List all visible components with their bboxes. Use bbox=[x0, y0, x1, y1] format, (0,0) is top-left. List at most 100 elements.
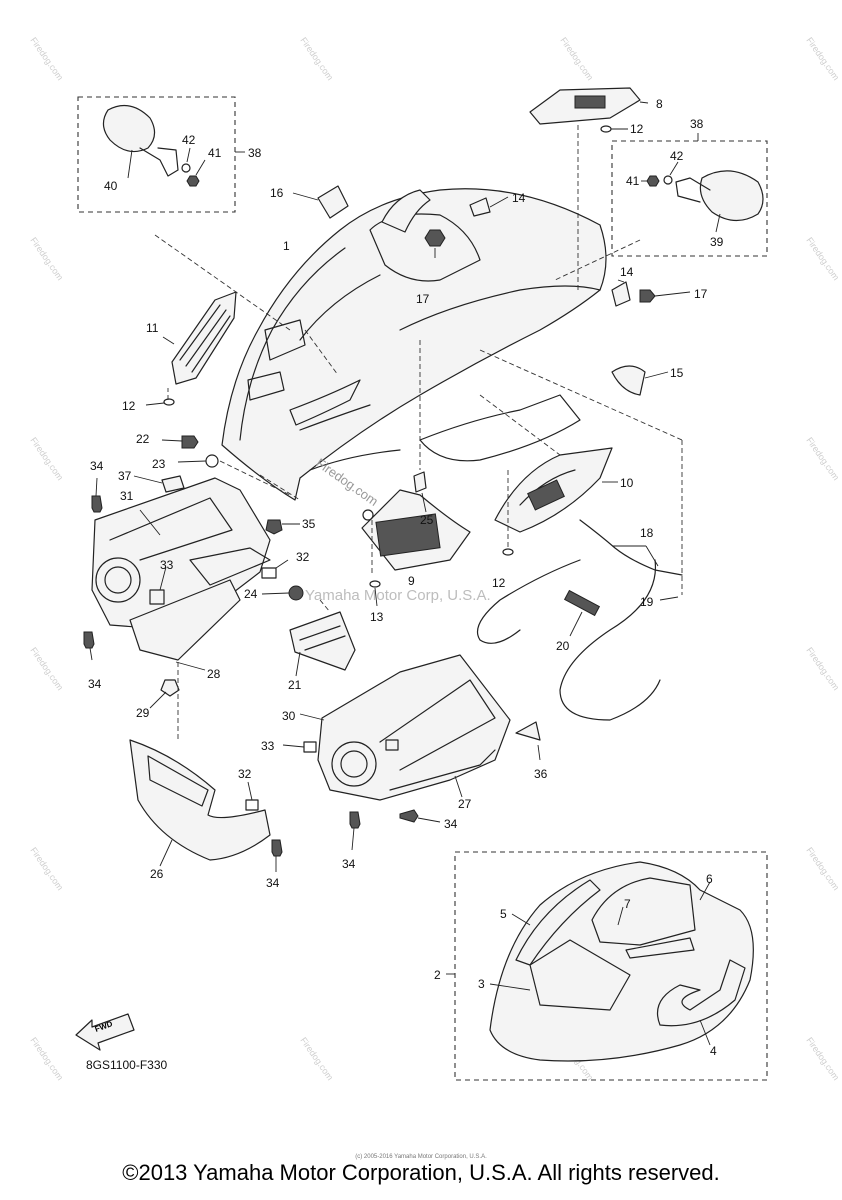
callout-32-lower: 32 bbox=[238, 767, 252, 781]
left-panel-speaker-ring bbox=[95, 557, 141, 603]
part-15-reflector bbox=[611, 365, 646, 396]
callout-34-e: 34 bbox=[266, 876, 280, 890]
part-36-clip bbox=[515, 721, 541, 741]
callout-16: 16 bbox=[270, 186, 284, 200]
callout-28: 28 bbox=[207, 667, 221, 681]
callout-34-a: 34 bbox=[90, 459, 104, 473]
callout-4: 4 bbox=[710, 1044, 717, 1058]
part-37-clip bbox=[161, 475, 185, 493]
cable-18-upper bbox=[579, 519, 683, 576]
part-24-grommet bbox=[288, 585, 304, 601]
callout-26: 26 bbox=[150, 867, 164, 881]
callout-40: 40 bbox=[104, 179, 118, 193]
cables-18-19-20 bbox=[476, 349, 683, 721]
callout-41-left: 41 bbox=[208, 146, 222, 160]
part-34-screw-right-b bbox=[349, 811, 361, 829]
edge-watermark: Firedog.com bbox=[804, 645, 841, 692]
upper-cowl-vent bbox=[264, 319, 306, 361]
upper-cowl-crease bbox=[239, 247, 346, 441]
mirror-left-stem bbox=[139, 147, 179, 177]
callout-34-b: 34 bbox=[88, 677, 102, 691]
upper-cowl-body bbox=[221, 188, 607, 501]
upper-cowl-fin bbox=[381, 189, 431, 233]
callout-27: 27 bbox=[458, 797, 472, 811]
callout-42-right: 42 bbox=[670, 149, 684, 163]
graphics-kit-box bbox=[454, 851, 768, 1081]
part-17-screw-right bbox=[639, 289, 656, 303]
edge-watermark: Firedog.com bbox=[28, 845, 65, 892]
callout-14-right: 14 bbox=[620, 265, 634, 279]
callout-13: 13 bbox=[370, 610, 384, 624]
part-23-collar bbox=[205, 454, 219, 468]
callout-1: 1 bbox=[283, 239, 290, 253]
part-33-clip-left bbox=[149, 589, 165, 605]
edge-watermark: Firedog.com bbox=[28, 235, 65, 282]
part-34-screw-right-a bbox=[399, 809, 419, 823]
part-12-grommet-top bbox=[600, 125, 612, 133]
washer-42-right bbox=[663, 175, 673, 185]
callout-19: 19 bbox=[640, 595, 654, 609]
vent-panel-11 bbox=[171, 291, 237, 385]
callout-5: 5 bbox=[500, 907, 507, 921]
edge-watermark: Firedog.com bbox=[28, 645, 65, 692]
part-33-clip-right bbox=[303, 741, 317, 753]
callout-18: 18 bbox=[640, 526, 654, 540]
edge-watermark: Firedog.com bbox=[804, 35, 841, 82]
callout-42-left: 42 bbox=[182, 133, 196, 147]
mirror-right-glass bbox=[699, 170, 764, 222]
edge-watermark: Firedog.com bbox=[28, 1035, 65, 1082]
mirror-left-glass bbox=[102, 104, 156, 153]
diagram-code: 8GS1100-F330 bbox=[86, 1058, 168, 1072]
callouts: 1 2 3 4 5 6 7 8 9 10 11 12 12 12 12 13 1… bbox=[88, 97, 724, 1058]
callout-35: 35 bbox=[302, 517, 316, 531]
edge-watermark: Firedog.com bbox=[298, 35, 335, 82]
callout-41-right: 41 bbox=[626, 174, 640, 188]
edge-watermark: Firedog.com bbox=[28, 435, 65, 482]
callout-12-top: 12 bbox=[630, 122, 644, 136]
edge-watermark: Firedog.com bbox=[804, 1035, 841, 1082]
callout-37: 37 bbox=[118, 469, 132, 483]
callout-24: 24 bbox=[244, 587, 258, 601]
part-29-fastener bbox=[160, 679, 180, 697]
callout-36: 36 bbox=[534, 767, 548, 781]
lower-front-panel bbox=[129, 662, 283, 872]
part-22-bolt bbox=[181, 435, 199, 449]
right-panel-27-edge bbox=[389, 749, 496, 791]
callout-34-c: 34 bbox=[444, 817, 458, 831]
upper-cowl-side-panel bbox=[419, 394, 581, 462]
part-10-side-grille bbox=[479, 394, 618, 556]
washer-42-left bbox=[181, 163, 191, 173]
mirror-left-assembly bbox=[77, 96, 245, 213]
callout-31: 31 bbox=[120, 489, 134, 503]
part-13-grommet bbox=[369, 580, 381, 588]
part-25-clip bbox=[413, 471, 427, 493]
mirror-right-assembly bbox=[611, 133, 768, 257]
part-35-rivet bbox=[265, 519, 283, 535]
decal-7-window bbox=[591, 877, 696, 946]
callout-17-center: 17 bbox=[416, 292, 430, 306]
callout-17-right: 17 bbox=[694, 287, 708, 301]
callout-3: 3 bbox=[478, 977, 485, 991]
graphics-kit-assembly bbox=[446, 851, 768, 1081]
callout-30: 30 bbox=[282, 709, 296, 723]
part-9-lower-grille bbox=[361, 340, 471, 607]
fwd-arrow-icon bbox=[75, 1013, 135, 1051]
callout-6: 6 bbox=[706, 872, 713, 886]
callout-33-right: 33 bbox=[261, 739, 275, 753]
fwd-arrow: FWD bbox=[75, 1013, 135, 1051]
callout-39: 39 bbox=[710, 235, 724, 249]
part-17-nut-center bbox=[424, 229, 446, 247]
parts-21-24 bbox=[261, 585, 356, 677]
center-watermark: Yamaha Motor Corp, U.S.A. bbox=[305, 587, 491, 604]
edge-watermark: Firedog.com bbox=[804, 845, 841, 892]
part-8-bracket bbox=[529, 87, 649, 290]
callout-12-left: 12 bbox=[122, 399, 136, 413]
left-panel-inner bbox=[189, 547, 271, 586]
small-parts-top bbox=[292, 185, 691, 396]
part-14-clip-right bbox=[611, 281, 631, 307]
callout-25: 25 bbox=[420, 513, 434, 527]
part-34-screw-lower bbox=[271, 839, 283, 857]
side-grille-mesh bbox=[527, 479, 565, 511]
callout-14-top: 14 bbox=[512, 191, 526, 205]
